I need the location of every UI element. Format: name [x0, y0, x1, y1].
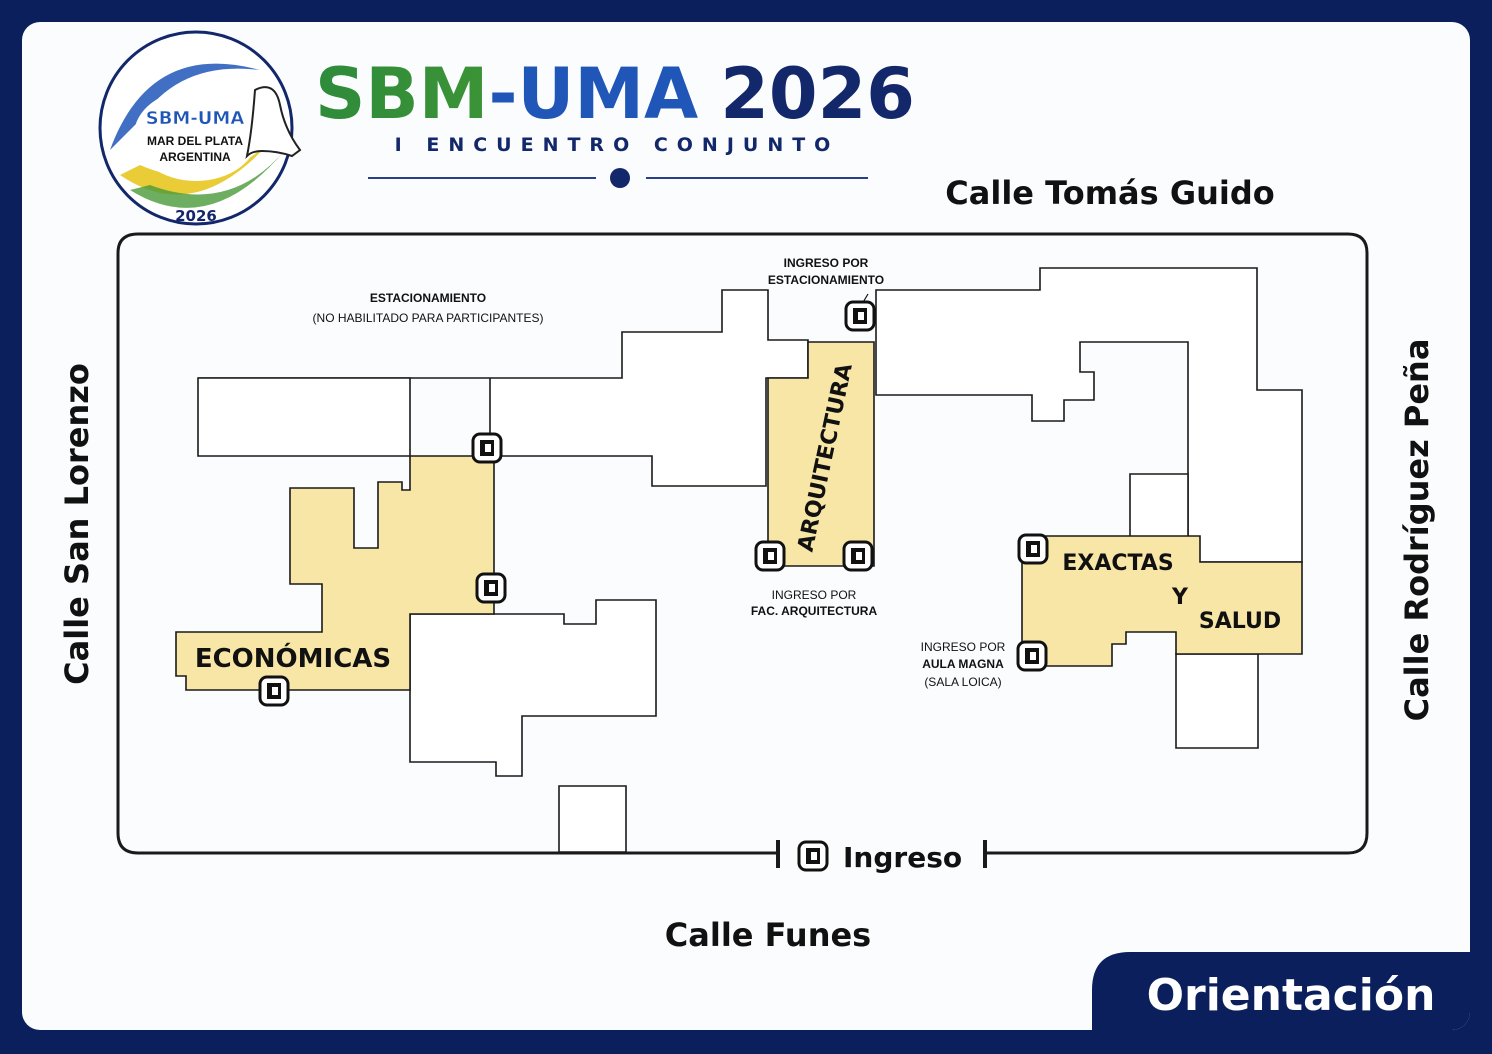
street-north: Calle Tomás Guido — [945, 174, 1274, 212]
logo-country: ARGENTINA — [159, 150, 231, 164]
building-west-wing — [197, 377, 411, 457]
sea-lion-icon — [245, 86, 302, 160]
faculty-economicas — [175, 455, 495, 691]
title-divider-dot — [610, 168, 630, 188]
label-economicas: ECONÓMICAS — [195, 642, 391, 674]
entry-parking-line2: ESTACIONAMIENTO — [768, 273, 884, 287]
orientation-badge: Orientación — [1092, 952, 1470, 1030]
logo-city: MAR DEL PLATA — [147, 134, 243, 148]
orientation-label: Orientación — [1147, 970, 1436, 1021]
parking-title: ESTACIONAMIENTO — [370, 291, 486, 305]
entry-icon-main — [797, 840, 829, 872]
entry-icon-arq-left — [754, 540, 786, 572]
campus-map: SBM-UMA MAR DEL PLATA ARGENTINA 2026 SBM… — [58, 30, 1470, 1030]
entry-icon-arq-right — [842, 540, 874, 572]
entry-icon-aula-magna — [1016, 640, 1048, 672]
label-exactas: EXACTAS — [1062, 551, 1173, 576]
entry-icon-economicas-south — [258, 675, 290, 707]
street-south: Calle Funes — [665, 916, 871, 954]
parking-note: (NO HABILITADO PARA PARTICIPANTES) — [313, 311, 544, 325]
building-north-east — [875, 267, 1303, 563]
building-south-east — [1175, 653, 1259, 749]
event-logo: SBM-UMA MAR DEL PLATA ARGENTINA 2026 — [98, 30, 302, 226]
campus-boundary — [116, 232, 1369, 855]
entry-parking-line1: INGRESO POR — [784, 256, 869, 270]
street-west: Calle San Lorenzo — [58, 363, 96, 685]
entry-icon-parking — [844, 300, 876, 332]
entry-icon-economicas-north — [471, 432, 503, 464]
entry-arq-line1: INGRESO POR — [772, 588, 857, 602]
logo-year: 2026 — [175, 207, 217, 225]
event-subtitle: I ENCUENTRO CONJUNTO — [395, 134, 840, 156]
building-central-south — [409, 599, 657, 777]
entry-icon-exactas — [1017, 533, 1049, 565]
map-card: SBM-UMA MAR DEL PLATA ARGENTINA 2026 SBM… — [22, 22, 1470, 1030]
entry-arq-line2: FAC. ARQUITECTURA — [751, 604, 878, 618]
entry-aula-line3: (SALA LOICA) — [924, 675, 1001, 689]
label-y: Y — [1171, 585, 1189, 610]
building-east-annex — [1129, 473, 1189, 539]
main-entry-label: Ingreso — [843, 841, 962, 874]
entry-aula-line1: INGRESO POR — [921, 640, 1006, 654]
faculty-exactas-salud — [1021, 535, 1303, 667]
entry-icon-economicas-east — [475, 572, 507, 604]
label-salud: SALUD — [1199, 609, 1281, 634]
logo-name: SBM-UMA — [146, 108, 245, 129]
street-east: Calle Rodríguez Peña — [1398, 339, 1436, 722]
entry-aula-line2: AULA MAGNA — [922, 657, 1004, 671]
building-gatehouse — [558, 785, 627, 853]
